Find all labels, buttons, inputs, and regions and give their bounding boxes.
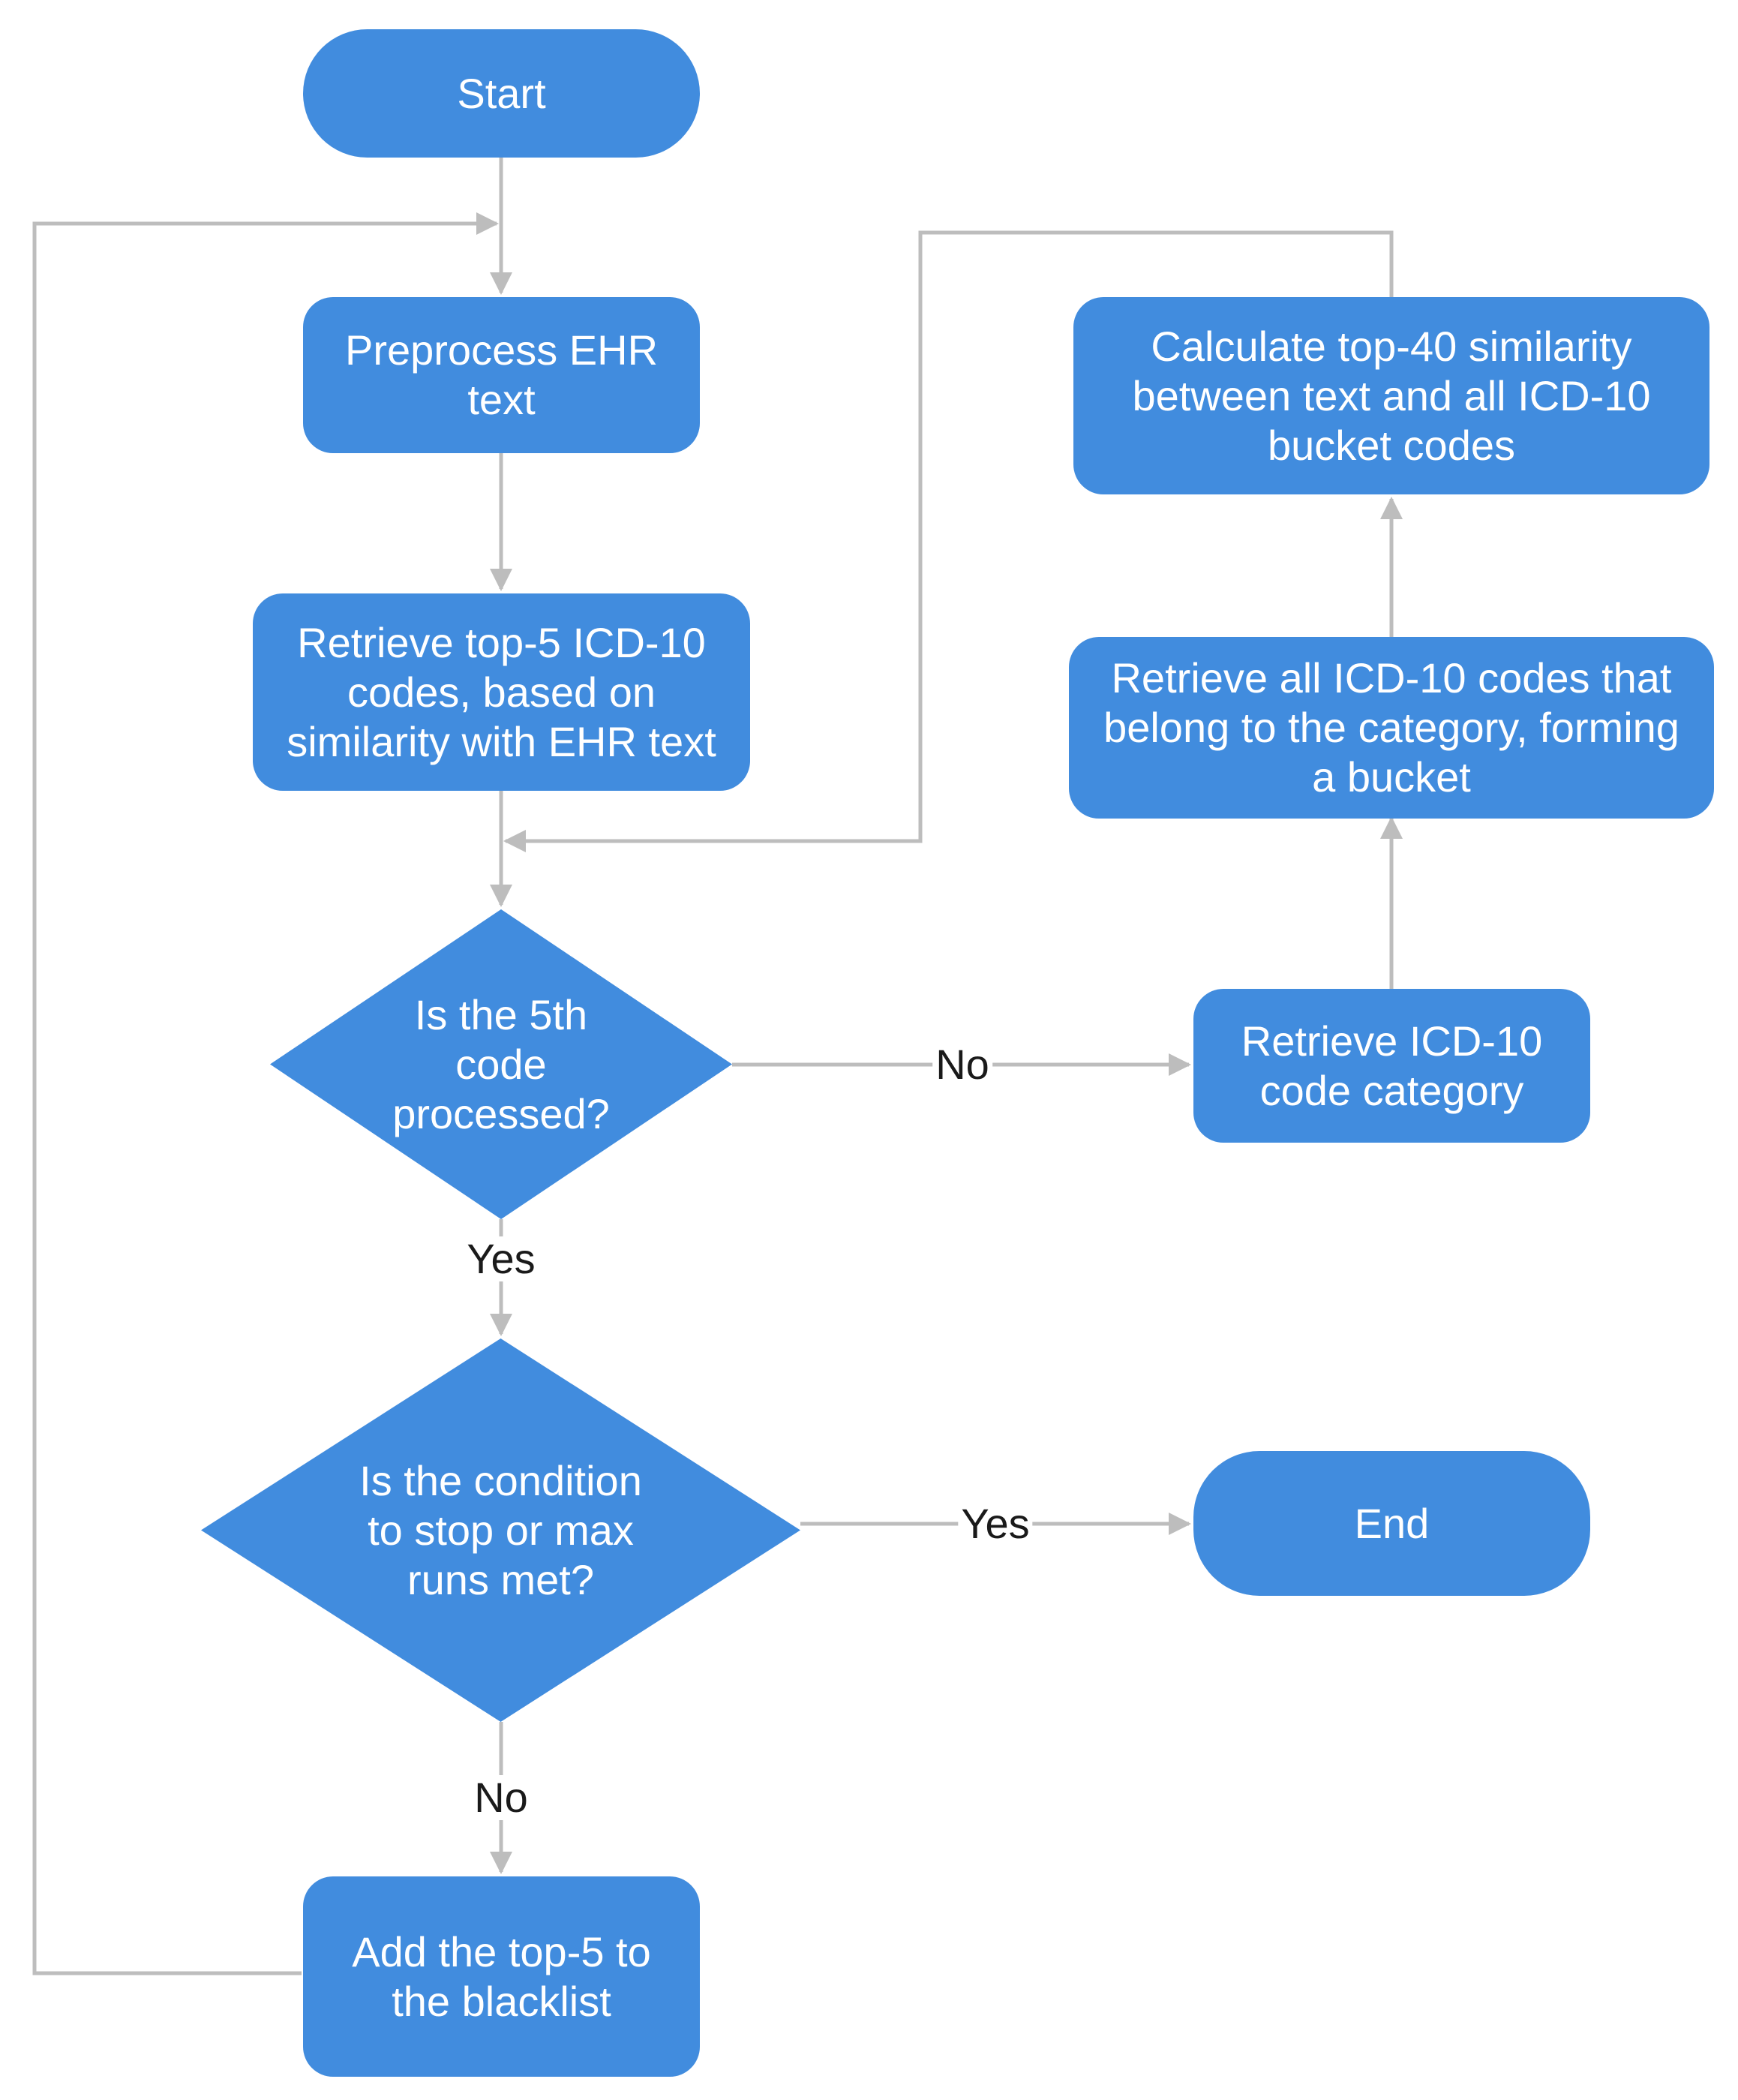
end-node: End xyxy=(1193,1451,1590,1596)
retrieve-bucket-node: Retrieve all ICD-10 codes that belong to… xyxy=(1069,637,1714,819)
edge-label-decision-stop-no: No xyxy=(471,1775,531,1820)
retrieve-bucket-label: Retrieve all ICD-10 codes that belong to… xyxy=(1103,654,1679,801)
retrieve-top5-node: Retrieve top-5 ICD-10 codes, based on si… xyxy=(253,593,750,791)
decision-stop-label: Is the condition to stop or max runs met… xyxy=(359,1456,642,1603)
connector-calculate-loop-back xyxy=(503,230,1394,852)
start-node-label: Start xyxy=(457,69,546,117)
decision-5th-label: Is the 5th code processed? xyxy=(392,990,610,1137)
edge-label-decision-stop-yes: Yes xyxy=(958,1501,1033,1546)
decision-5th-code-node: Is the 5th code processed? xyxy=(270,909,732,1219)
calculate-top40-node: Calculate top-40 similarity between text… xyxy=(1073,297,1709,494)
add-to-blacklist-label: Add the top-5 to the blacklist xyxy=(352,1927,651,2025)
decision-stop-diamond xyxy=(201,1338,800,1722)
preprocess-ehr-label: Preprocess EHR text xyxy=(344,326,659,423)
calculate-top40-label: Calculate top-40 similarity between text… xyxy=(1132,322,1651,469)
add-to-blacklist-node: Add the top-5 to the blacklist xyxy=(303,1876,700,2077)
connector-blacklist-loop-back xyxy=(32,212,499,1975)
end-node-label: End xyxy=(1354,1499,1430,1547)
retrieve-category-label: Retrieve ICD-10 code category xyxy=(1241,1017,1543,1114)
retrieve-top5-label: Retrieve top-5 ICD-10 codes, based on si… xyxy=(287,618,716,765)
decision-stop-node: Is the condition to stop or max runs met… xyxy=(201,1338,800,1722)
start-node: Start xyxy=(303,29,700,158)
retrieve-category-node: Retrieve ICD-10 code category xyxy=(1193,989,1590,1143)
preprocess-ehr-node: Preprocess EHR text xyxy=(303,297,700,453)
decision-5th-diamond xyxy=(270,909,732,1219)
edge-label-decision-5th-no: No xyxy=(932,1042,992,1087)
edge-label-decision-5th-yes: Yes xyxy=(464,1236,539,1281)
